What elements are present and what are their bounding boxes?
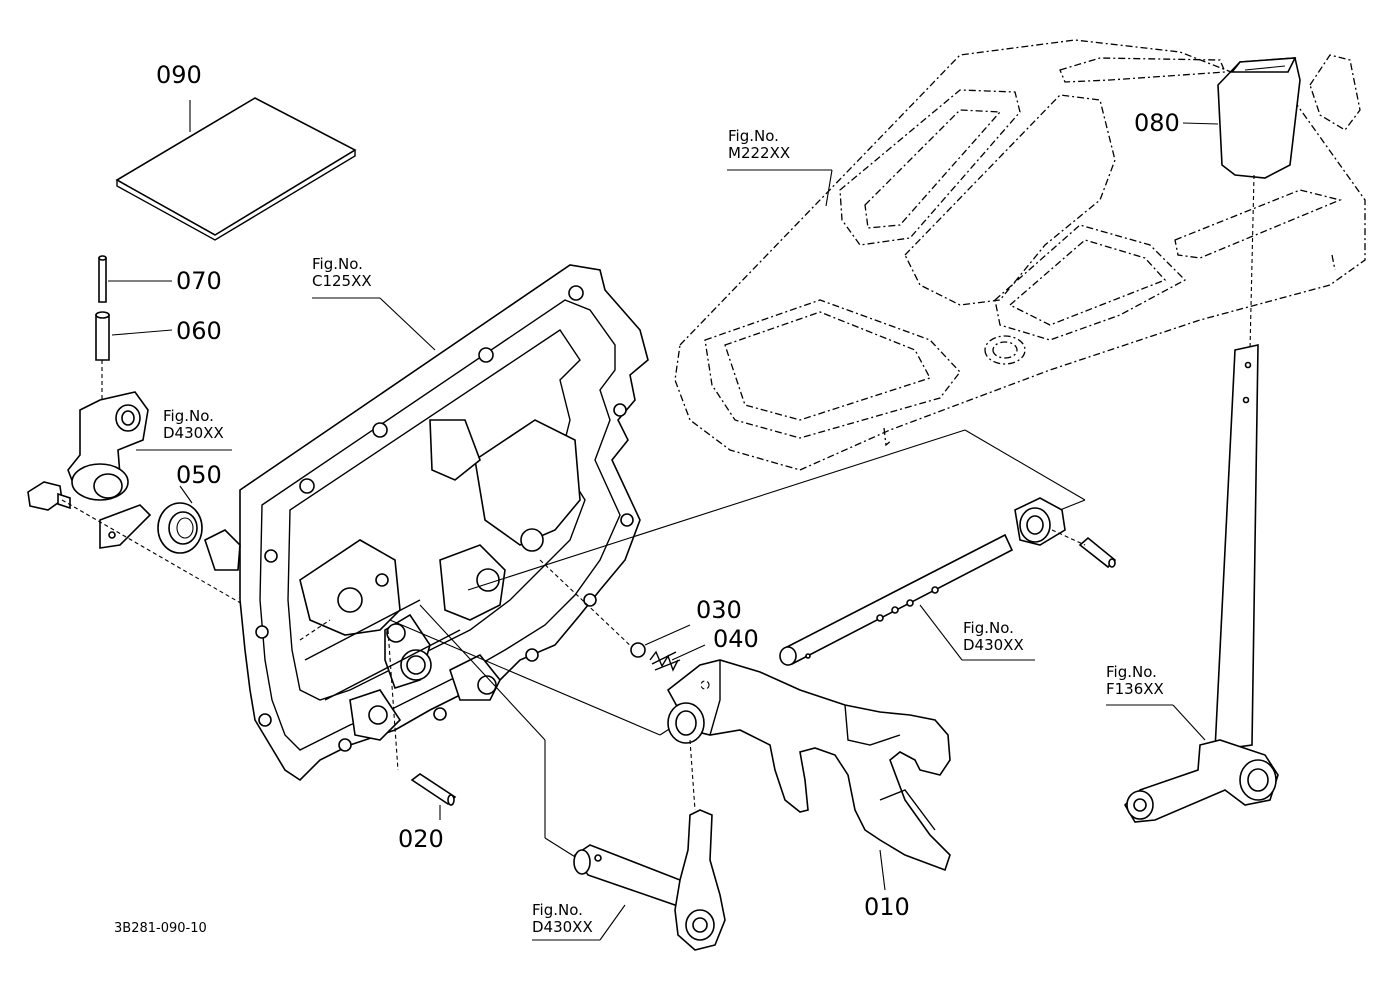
lever-bracket-left: [67, 391, 152, 549]
fig-ref-code: D430XX: [163, 424, 224, 442]
label-sheet-090: [115, 97, 357, 241]
fig-ref-code: M222XX: [728, 144, 791, 162]
fig-ref-m222xx: Fig.No. M222XX: [728, 128, 790, 162]
part-label-060: 060: [176, 317, 222, 345]
part-label-040: 040: [713, 625, 759, 653]
spring-pin-020: [410, 773, 457, 806]
fig-ref-title: Fig.No.: [163, 407, 214, 425]
floor-panel-outline: [674, 39, 1366, 471]
fig-ref-c125xx: Fig.No. C125XX: [312, 256, 372, 290]
fig-ref-f136xx: Fig.No. F136XX: [1106, 664, 1164, 698]
oil-seal-050: [157, 502, 203, 554]
fig-ref-code: C125XX: [312, 272, 372, 290]
shift-shaft: [779, 533, 1014, 666]
bolt-left: [27, 481, 71, 511]
fig-ref-title: Fig.No.: [963, 619, 1014, 637]
shift-lever-bottom: [573, 809, 726, 951]
pin-060: [95, 311, 110, 361]
part-label-030: 030: [696, 596, 742, 624]
part-label-010: 010: [864, 893, 910, 921]
fig-ref-title: Fig.No.: [312, 255, 363, 273]
fig-ref-code: D430XX: [532, 918, 593, 936]
part-label-080: 080: [1134, 109, 1180, 137]
part-label-050: 050: [176, 461, 222, 489]
shift-lever-rod: [1123, 174, 1279, 823]
pin-070: [98, 255, 107, 303]
fig-ref-code: D430XX: [963, 636, 1024, 654]
fig-ref-title: Fig.No.: [728, 127, 779, 145]
cover-bolt-holes: [255, 285, 634, 752]
part-label-020: 020: [398, 825, 444, 853]
fig-ref-title: Fig.No.: [532, 901, 583, 919]
steel-ball-030: [630, 642, 646, 658]
fig-ref-code: F136XX: [1106, 680, 1164, 698]
shift-fork-010: [666, 659, 951, 872]
part-label-090: 090: [156, 61, 202, 89]
part-label-070: 070: [176, 267, 222, 295]
document-code: 3B281-090-10: [114, 921, 207, 936]
detent-spring-040: [649, 650, 681, 672]
collar-pin: [1078, 536, 1117, 569]
fig-ref-d430xx-shaft: Fig.No. D430XX: [963, 620, 1024, 654]
leader-lines: [108, 122, 1219, 941]
fig-ref-title: Fig.No.: [1106, 663, 1157, 681]
fig-ref-d430xx-bottom: Fig.No. D430XX: [532, 902, 593, 936]
fig-ref-d430xx-left: Fig.No. D430XX: [163, 408, 224, 442]
shaft-collar: [1014, 497, 1066, 546]
lever-knob-080: [1217, 57, 1301, 179]
